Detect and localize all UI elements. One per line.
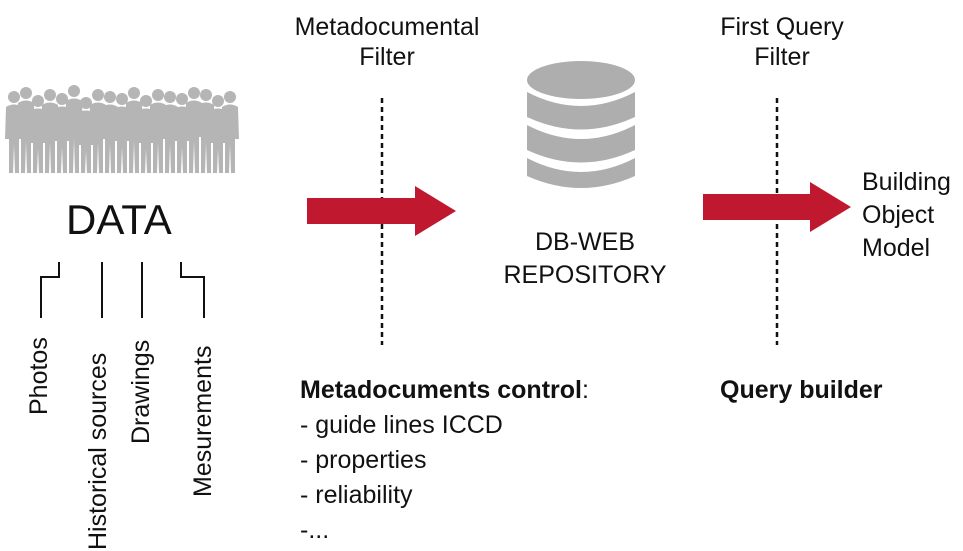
connector-photos (40, 262, 60, 318)
metadocuments-item-more: -... (300, 516, 330, 544)
metadocuments-control: Metadocuments control: - guide lines ICC… (300, 373, 589, 548)
source-label-drawings: Drawings (127, 339, 155, 444)
person-head (152, 89, 164, 101)
building-object-model-label: Building Object Model (862, 166, 951, 265)
person-head (44, 89, 56, 101)
person-head (212, 95, 224, 107)
person-head (92, 89, 104, 101)
person-head (80, 97, 92, 109)
person-head (56, 93, 68, 105)
person-head (224, 91, 236, 103)
output-line3: Model (862, 234, 931, 262)
person-head (164, 91, 176, 103)
data-connectors (40, 262, 205, 318)
person-body (221, 104, 239, 173)
metadocuments-item-reliability: - reliability (300, 481, 413, 509)
person-head (200, 89, 212, 101)
person-head (68, 85, 80, 97)
source-label-historical-sources: Historical sources (84, 352, 112, 550)
output-line2: Object (862, 201, 935, 229)
repository-label-line1: DB-WEB (535, 228, 635, 256)
person-head (128, 87, 140, 99)
first-query-filter-text: First Query Filter (720, 13, 844, 71)
metadocumental-filter-text: Metadocumental Filter (294, 13, 480, 71)
output-line1: Building (862, 168, 951, 196)
arrow-to-repository (307, 186, 456, 236)
query-builder-label: Query builder (720, 376, 883, 404)
person-head (116, 93, 128, 105)
person-head (8, 91, 20, 103)
repository-label-line2: REPOSITORY (503, 261, 667, 289)
arrow-to-model (703, 182, 851, 232)
data-title: DATA (66, 196, 172, 243)
metadocuments-control-colon: : (581, 376, 589, 404)
metadocuments-control-heading-row: Metadocuments control: (300, 373, 589, 408)
source-label-photos: Photos (25, 337, 53, 415)
metadocuments-control-heading: Metadocuments control (300, 376, 582, 404)
person-head (32, 95, 44, 107)
metadocuments-item-properties: - properties (300, 446, 427, 474)
person-head (176, 93, 188, 105)
people-silhouettes-icon (5, 85, 239, 173)
connector-mesurements (180, 262, 205, 318)
first-query-filter-label: First Query Filter (692, 12, 872, 72)
source-label-mesurements: Mesurements (189, 345, 217, 497)
person-head (188, 87, 200, 99)
person-head (104, 91, 116, 103)
database-icon (527, 61, 635, 188)
repository-label: DB-WEB REPOSITORY (480, 226, 690, 292)
metadocumental-filter-label: Metadocumental Filter (282, 12, 492, 72)
person-head (20, 87, 32, 99)
person-head (140, 95, 152, 107)
metadocuments-item-guide-lines: - guide lines ICCD (300, 411, 503, 439)
